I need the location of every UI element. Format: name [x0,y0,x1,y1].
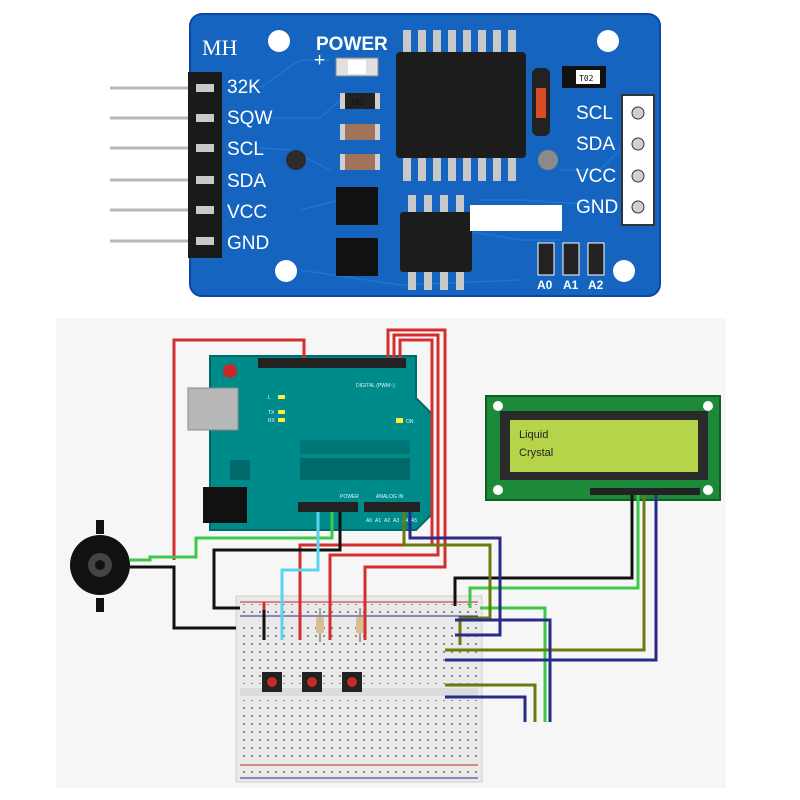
address-pads [537,242,605,276]
transistor [538,150,558,170]
pad-label-a2: A2 [588,278,604,292]
pin-label-gnd: GND [227,233,269,254]
power-jack [203,487,247,523]
wire-olive [445,495,646,652]
pin-label-vcc-right: VCC [576,166,616,187]
analog-pin-label: A1 [375,518,381,524]
svg-text:102: 102 [350,98,365,107]
pin-label-scl: SCL [227,139,264,160]
eeprom-chip [400,195,472,290]
wire-navy [445,695,527,722]
smd-capacitor [340,154,380,170]
svg-text:T02: T02 [579,74,594,83]
smd-resistor: T02 [562,66,606,88]
analog-pin-label: A2 [384,518,390,524]
buzzer [70,520,130,612]
push-button [302,672,322,692]
rtc-chip [396,30,526,181]
wire-red [328,333,440,640]
power-label: POWER [340,494,359,500]
analog-pin-label: A3 [393,518,399,524]
resistor [316,608,324,642]
mounting-hole [597,30,619,52]
pad-label-a0: A0 [537,278,553,292]
lcd-screen [510,420,698,472]
brand-label: MH [202,35,238,60]
wire-red [172,338,306,560]
analog-pin-label: A0 [366,518,372,524]
wire-red [363,328,447,640]
wire-navy [408,512,502,637]
wire-black [453,495,634,606]
wire-navy [455,618,552,722]
pin-label-sqw: SQW [227,108,272,129]
led-label-tx: TX [268,410,275,416]
pin-label-32k: 32K [227,77,261,98]
on-label: ON [406,419,414,425]
pin-label-scl-right: SCL [576,103,613,124]
analog-header [364,502,420,512]
wire-olive [402,512,492,645]
push-button [342,672,362,692]
lcd-line-2: Crystal [519,447,553,459]
mounting-hole [613,260,635,282]
wire-red [298,338,434,640]
usb-connector [187,387,239,431]
pin-label-gnd-right: GND [576,197,618,218]
diode [532,68,550,136]
power-header [298,502,358,512]
left-header-housing [188,72,222,258]
circuit-diagram: DIGITAL (PWM~) L TX RX ON POWER ANALOG I… [56,318,726,788]
smd-resistor: 102 [340,93,380,109]
label-sticker [470,205,562,231]
transistor [286,150,306,170]
resistor [356,608,364,642]
power-label: POWER [316,34,388,55]
lcd-module: Liquid Crystal [485,395,721,501]
reset-button [223,364,237,378]
svg-text:472: 472 [346,255,361,264]
pin-label-sda-right: SDA [576,134,615,155]
lcd-pin-header [590,488,700,495]
smd-capacitor [340,124,380,140]
pin-label-vcc: VCC [227,202,267,223]
wire-green [480,606,547,722]
lcd-line-1: Liquid [519,429,548,441]
digital-label: DIGITAL (PWM~) [356,383,395,389]
svg-text:472: 472 [346,193,361,202]
wire-olive [445,683,537,722]
plus-sign: + [314,50,325,71]
male-header-pins [110,86,200,243]
resistor-array: 472 [336,238,378,276]
wire-navy [445,495,658,662]
analog-label: ANALOG IN [376,494,404,500]
led-label-rx: RX [268,418,276,424]
wire-black [212,512,342,610]
pin-label-sda: SDA [227,171,266,192]
wire-cyan [280,512,320,640]
pad-label-a1: A1 [563,278,579,292]
wire-black [130,565,236,630]
arduino-board: DIGITAL (PWM~) L TX RX ON POWER ANALOG I… [187,355,433,531]
wire-green [130,512,334,562]
wire-green [468,495,640,608]
digital-header [258,358,406,368]
mounting-hole [268,30,290,52]
analog-pin-label: A5 [411,518,417,524]
rtc-module: MH POWER + 102 472 472 [110,13,661,297]
resistor-array: 472 [336,187,378,225]
mounting-hole [275,260,297,282]
push-button [262,672,282,692]
led-label-l: L [268,395,271,401]
